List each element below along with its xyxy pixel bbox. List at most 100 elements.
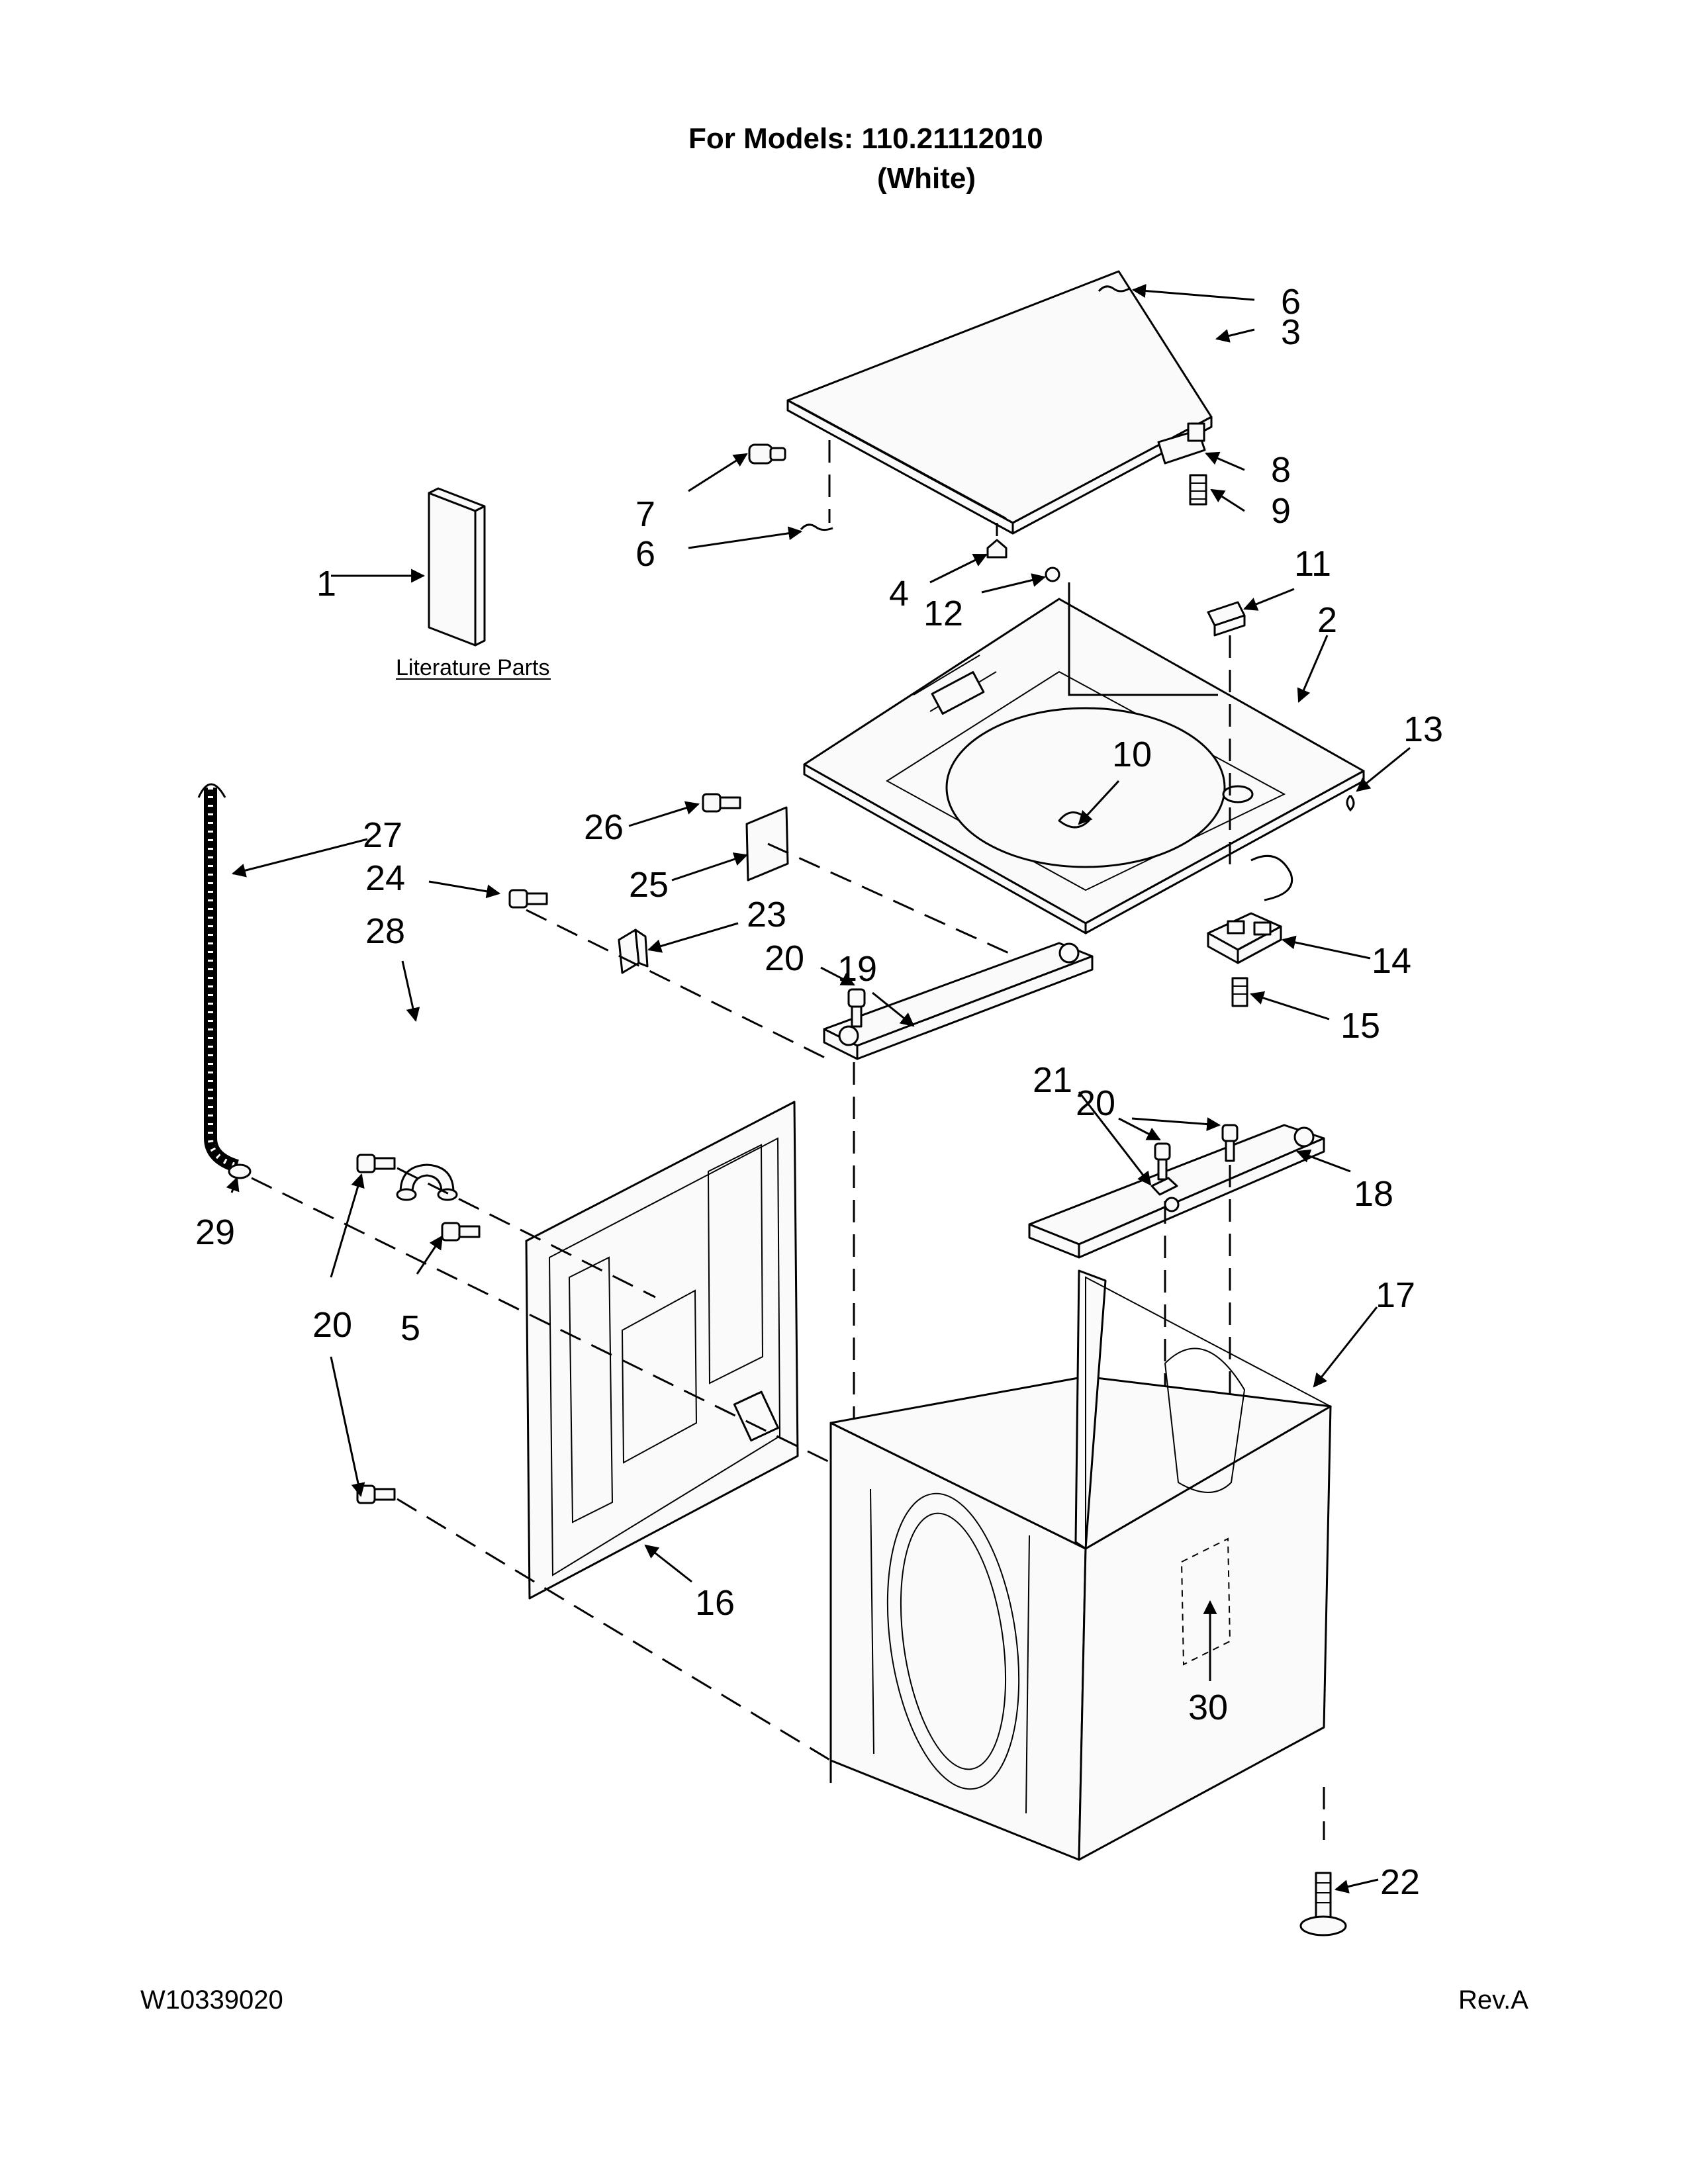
leader-17 <box>1313 1306 1378 1388</box>
callout-7: 7 <box>635 494 655 534</box>
callout-25: 25 <box>629 865 669 905</box>
hose-clamp <box>228 1163 252 1179</box>
callout-3: 3 <box>1281 312 1301 352</box>
callout-28: 28 <box>365 911 405 951</box>
leader-10 <box>1078 780 1120 825</box>
leader-21 <box>1078 1091 1152 1186</box>
document-number: W10339020 <box>140 1985 283 2015</box>
callout-24: 24 <box>365 858 405 898</box>
callout-13: 13 <box>1403 709 1443 749</box>
callout-10: 10 <box>1112 735 1152 774</box>
leader-9 <box>1210 488 1245 512</box>
leader-28 <box>401 960 420 1023</box>
leader-27 <box>231 838 368 878</box>
screw-20-rail-left <box>847 988 866 1028</box>
screw-15 <box>1231 977 1248 1007</box>
leader-6-top <box>1131 284 1255 301</box>
switch-cover <box>1207 601 1246 637</box>
lid-switch-strike <box>1157 422 1206 465</box>
clip-21 <box>1150 1177 1178 1196</box>
callout-27: 27 <box>363 815 402 855</box>
callout-17: 17 <box>1376 1275 1415 1315</box>
top-rail-right <box>1028 1124 1325 1259</box>
callout-26: 26 <box>584 807 624 847</box>
leader-7 <box>688 453 748 492</box>
screw-20-rail-right-a <box>1154 1142 1171 1181</box>
callout-9: 9 <box>1271 491 1291 531</box>
hose-support <box>396 1163 458 1201</box>
callout-2: 2 <box>1317 600 1337 640</box>
cabinet <box>829 1269 1333 1861</box>
leader-20-right-a <box>1118 1117 1161 1141</box>
top-rail-left <box>823 942 1094 1060</box>
lid-switch <box>1207 912 1282 964</box>
hinge-pin-bottom <box>800 523 833 531</box>
leader-2 <box>1297 635 1329 703</box>
leader-11 <box>1243 588 1295 611</box>
leader-19 <box>872 991 915 1027</box>
leader-24 <box>428 880 501 899</box>
bumper-4 <box>986 539 1008 559</box>
callout-12: 12 <box>923 594 963 633</box>
leader-8 <box>1205 451 1245 471</box>
literature-booklet <box>428 487 486 647</box>
leader-23 <box>647 922 739 953</box>
screw-20-rear-top <box>356 1154 396 1173</box>
leader-14 <box>1281 935 1371 960</box>
screw-20-rail-right-b <box>1221 1124 1239 1162</box>
callout-18: 18 <box>1354 1174 1393 1214</box>
leader-15 <box>1250 991 1330 1021</box>
hinge-pin-top <box>1098 285 1130 293</box>
leader-26 <box>628 801 700 827</box>
leader-18 <box>1296 1149 1351 1173</box>
leader-25 <box>671 852 748 882</box>
callout-20-right: 20 <box>1076 1083 1115 1123</box>
callout-16: 16 <box>695 1583 735 1623</box>
leader-13 <box>1356 747 1411 792</box>
callout-20-rear: 20 <box>312 1305 352 1345</box>
leader-22 <box>1334 1878 1379 1893</box>
leader-16 <box>644 1544 692 1583</box>
clip-13 <box>1346 794 1355 812</box>
callout-6-bottom: 6 <box>635 534 655 574</box>
leader-4 <box>929 553 988 584</box>
top-panel <box>803 582 1365 934</box>
clip-23 <box>618 929 649 974</box>
callout-20-rail: 20 <box>765 938 804 978</box>
leader-20-rear-top <box>330 1173 365 1278</box>
callout-15: 15 <box>1340 1006 1380 1046</box>
callout-19: 19 <box>837 949 877 989</box>
literature-parts-label: Literature Parts <box>396 655 549 680</box>
screw-5 <box>441 1222 481 1242</box>
leader-5 <box>416 1235 444 1275</box>
leader-20-right-b <box>1131 1117 1221 1132</box>
screw-26 <box>702 793 741 813</box>
leveling-leg <box>1299 1872 1347 1936</box>
leader-29 <box>226 1177 240 1193</box>
leader-6-bottom <box>688 526 803 549</box>
callout-11: 11 <box>1294 544 1331 584</box>
leader-3 <box>1215 328 1255 343</box>
lid-bumper <box>748 443 786 465</box>
leader-20-rail <box>820 966 855 986</box>
rear-panel <box>525 1101 799 1600</box>
screw-9 <box>1189 474 1207 506</box>
callout-22: 22 <box>1380 1862 1420 1902</box>
washer-lid <box>786 270 1213 535</box>
callout-8: 8 <box>1271 450 1291 490</box>
callout-1: 1 <box>316 564 336 604</box>
models-title: For Models: 110.21112010 <box>688 122 1043 155</box>
revision-label: Rev.A <box>1458 1985 1528 2015</box>
callout-14: 14 <box>1372 941 1411 981</box>
screw-24 <box>508 889 548 909</box>
bracket-25 <box>745 806 789 882</box>
leader-12 <box>981 573 1047 594</box>
callout-5: 5 <box>400 1308 420 1348</box>
callout-4: 4 <box>889 574 909 614</box>
callout-23: 23 <box>747 895 786 934</box>
drain-hose <box>197 783 240 1173</box>
screw-20-rear-bottom <box>356 1484 396 1504</box>
color-subtitle: (White) <box>877 162 976 195</box>
leader-20-rear-bottom <box>330 1356 365 1498</box>
